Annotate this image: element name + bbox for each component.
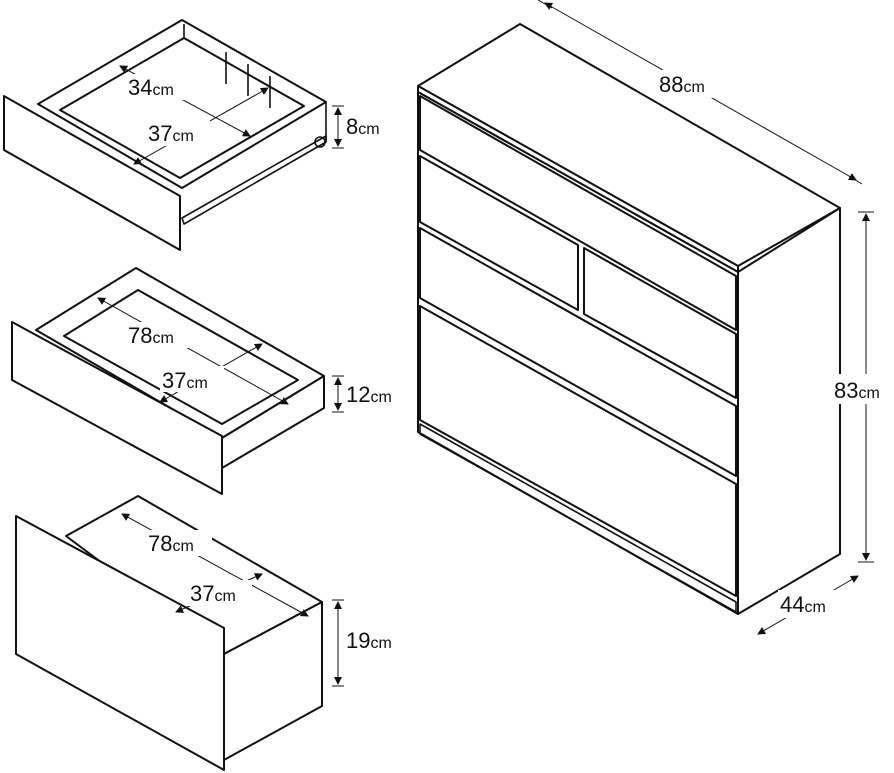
middle-drawer-height-label: 12cm (346, 382, 392, 407)
middle-drawer-width-label: 78cm (128, 323, 174, 348)
chest-side-panel (737, 207, 841, 615)
top-drawer-rail (181, 135, 327, 225)
bottom-drawer-height-label: 19cm (346, 628, 392, 653)
chest-height-dimension: 83cm (832, 211, 894, 563)
middle-drawer-depth-label: 37cm (162, 368, 208, 393)
chest-depth-dimension: 44cm (757, 575, 859, 635)
chest-plinth (419, 423, 737, 613)
chest-depth-label: 44cm (780, 592, 826, 617)
bottom-drawer-width-dimension: 78cm (121, 513, 309, 617)
middle-drawer-height-dimension: 12cm (332, 375, 392, 413)
chest-drawer-front-3 (419, 227, 737, 477)
bottom-drawer-width-label: 78cm (148, 531, 194, 556)
top-drawer-height-dimension: 8cm (332, 105, 380, 149)
middle-drawer-depth-dimension: 37cm (159, 343, 263, 403)
chest-width-dimension: 88cm (537, 0, 863, 185)
top-drawer-depth-label: 37cm (148, 121, 194, 146)
bottom-drawer-depth-label: 37cm (190, 581, 236, 606)
top-drawer-depth-dimension: 37cm (133, 87, 269, 165)
bottom-drawer-depth-dimension: 37cm (175, 573, 263, 613)
top-drawer-roller (314, 136, 326, 148)
chest-drawer-front-2-left (419, 155, 579, 311)
chest-width-label: 88cm (659, 72, 705, 97)
bottom-drawer-height-dimension: 19cm (332, 599, 392, 687)
top-drawer-height-label: 8cm (346, 114, 380, 139)
chest-drawer-front-1 (419, 95, 737, 331)
chest-height-label: 83cm (834, 378, 880, 403)
chest-of-drawers (417, 23, 841, 615)
top-drawer-front (3, 95, 181, 251)
chest-drawer-front-2-right (583, 247, 737, 399)
chest-drawer-front-4 (419, 305, 737, 597)
